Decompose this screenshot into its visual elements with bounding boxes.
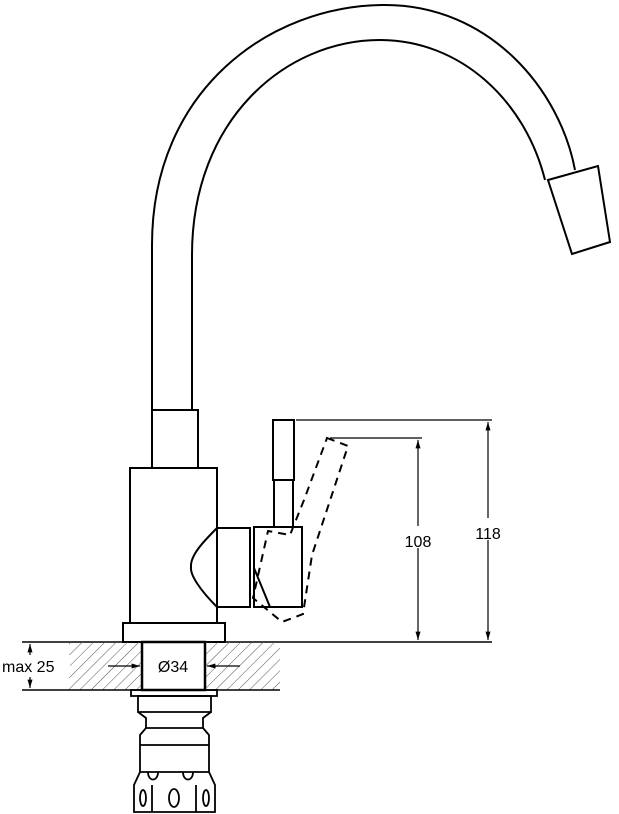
handle-stem: [273, 479, 294, 528]
lever-bonnet: [189, 527, 251, 608]
faucet-body: [129, 467, 218, 624]
handle-block: [253, 526, 303, 608]
faucet-base-ring: [122, 622, 226, 643]
spout-nozzle: [546, 164, 612, 256]
countertop-thickness-label: max 25: [2, 659, 55, 676]
handle-grip: [272, 419, 295, 481]
under-counter-fitting: [130, 689, 218, 813]
handle-open-position: [251, 436, 350, 624]
handle-block-bevel: [253, 567, 271, 608]
dimension-108-label: 108: [405, 534, 432, 551]
faucet-neck: [151, 409, 199, 469]
dimension-118-label: 118: [475, 526, 501, 543]
hole-diameter-label: Ø34: [158, 659, 188, 676]
spout-outer: [151, 3, 576, 410]
spout-inner: [191, 38, 546, 410]
